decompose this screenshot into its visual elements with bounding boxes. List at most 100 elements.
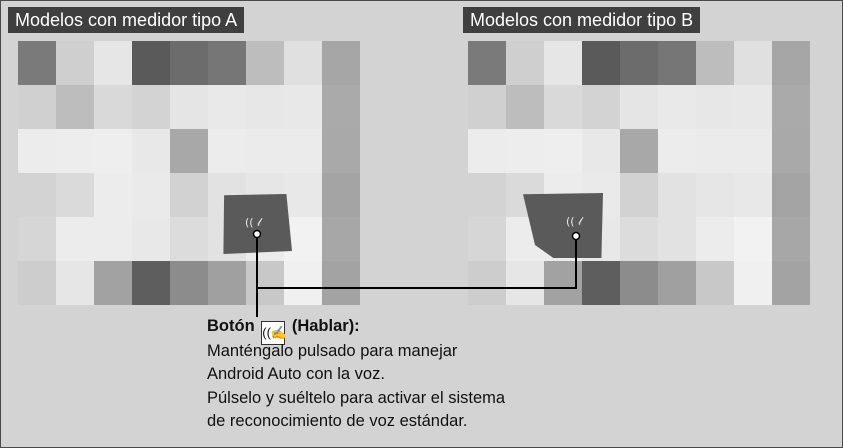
image-tile xyxy=(56,173,94,217)
image-tile xyxy=(658,173,696,217)
talk-icon-b: (( 𝓁 xyxy=(566,215,582,228)
image-tile xyxy=(284,41,322,85)
image-tile xyxy=(658,217,696,261)
image-tile xyxy=(56,85,94,129)
heading-suffix: (Hablar): xyxy=(291,317,360,335)
image-tile xyxy=(772,41,810,85)
image-tile xyxy=(56,129,94,173)
image-tile xyxy=(582,261,620,305)
image-tile xyxy=(506,129,544,173)
image-tile xyxy=(734,41,772,85)
image-tile xyxy=(94,173,132,217)
image-tile xyxy=(170,85,208,129)
image-tile xyxy=(620,217,658,261)
image-tile xyxy=(468,129,506,173)
image-tile xyxy=(170,129,208,173)
image-tile xyxy=(658,261,696,305)
image-tile xyxy=(734,261,772,305)
image-tile xyxy=(544,41,582,85)
image-tile xyxy=(620,129,658,173)
image-tile xyxy=(322,85,360,129)
image-tile xyxy=(772,173,810,217)
image-tile xyxy=(582,129,620,173)
image-tile xyxy=(132,85,170,129)
image-tile xyxy=(620,85,658,129)
image-tile xyxy=(132,129,170,173)
image-tile xyxy=(582,85,620,129)
image-tile xyxy=(132,173,170,217)
image-tile xyxy=(658,129,696,173)
panel-b-title: Modelos con medidor tipo B xyxy=(463,7,701,33)
image-tile xyxy=(18,85,56,129)
image-tile xyxy=(620,41,658,85)
image-tile xyxy=(56,217,94,261)
image-tile xyxy=(94,261,132,305)
image-tile xyxy=(544,85,582,129)
image-tile xyxy=(696,173,734,217)
image-tile xyxy=(18,41,56,85)
panel-a-title: Modelos con medidor tipo A xyxy=(8,7,245,33)
image-tile xyxy=(246,129,284,173)
image-tile xyxy=(18,217,56,261)
image-tile xyxy=(208,41,246,85)
description-line-2: Android Auto con la voz. xyxy=(207,365,385,383)
image-tile xyxy=(772,129,810,173)
image-tile xyxy=(170,173,208,217)
image-tile xyxy=(696,261,734,305)
image-tile xyxy=(18,129,56,173)
image-tile xyxy=(170,217,208,261)
image-tile xyxy=(322,173,360,217)
image-tile xyxy=(468,41,506,85)
image-tile xyxy=(246,85,284,129)
image-tile xyxy=(18,261,56,305)
image-tile xyxy=(696,85,734,129)
description-line-3: Púlselo y suéltelo para activar el siste… xyxy=(207,389,506,407)
image-tile xyxy=(322,129,360,173)
image-tile xyxy=(170,41,208,85)
talk-icon-a: (( 𝓁 xyxy=(245,216,261,229)
image-tile xyxy=(734,217,772,261)
description-line-4: de reconocimiento de voz estándar. xyxy=(207,412,468,430)
image-tile xyxy=(468,173,506,217)
panel-b-steering-wheel-image xyxy=(468,41,828,306)
image-tile xyxy=(246,261,284,305)
image-tile xyxy=(506,261,544,305)
image-tile xyxy=(772,85,810,129)
talk-button-heading: Botón ((✍ (Hablar): xyxy=(207,317,360,345)
image-tile xyxy=(132,261,170,305)
image-tile xyxy=(94,129,132,173)
image-tile xyxy=(56,261,94,305)
image-tile xyxy=(734,85,772,129)
image-tile xyxy=(322,41,360,85)
image-tile xyxy=(506,41,544,85)
image-tile xyxy=(658,41,696,85)
image-tile xyxy=(468,261,506,305)
image-tile xyxy=(322,261,360,305)
image-tile xyxy=(284,85,322,129)
image-tile xyxy=(94,217,132,261)
image-tile xyxy=(468,217,506,261)
image-tile xyxy=(734,129,772,173)
image-tile xyxy=(544,129,582,173)
image-tile xyxy=(208,85,246,129)
image-tile xyxy=(696,129,734,173)
image-tile xyxy=(620,173,658,217)
image-tile xyxy=(696,41,734,85)
image-tile xyxy=(772,217,810,261)
image-tile xyxy=(582,41,620,85)
image-tile xyxy=(734,173,772,217)
image-tile xyxy=(170,261,208,305)
image-tile xyxy=(772,261,810,305)
image-tile xyxy=(506,85,544,129)
image-tile xyxy=(620,261,658,305)
description-line-1: Manténgalo pulsado para manejar xyxy=(207,342,458,360)
image-tile xyxy=(94,41,132,85)
talk-voice-icon: ((✍ xyxy=(261,321,287,345)
image-tile xyxy=(208,129,246,173)
image-tile xyxy=(284,129,322,173)
image-tile xyxy=(132,41,170,85)
image-tile xyxy=(56,41,94,85)
image-tile xyxy=(284,173,322,217)
